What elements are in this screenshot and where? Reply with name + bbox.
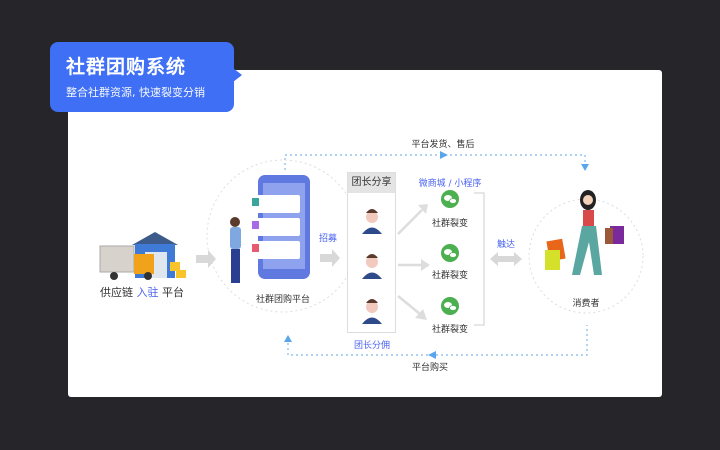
bracket	[474, 192, 485, 326]
recruit-label: 招募	[318, 234, 338, 244]
top-arrow-icon	[440, 151, 448, 159]
phone-illustration	[230, 175, 310, 283]
platform-label: 社群团购平台	[255, 295, 311, 305]
page-subtitle: 整合社群资源, 快速裂变分销	[66, 86, 205, 99]
up-arrow-icon	[284, 335, 292, 342]
channel-label: 社群裂变	[431, 219, 469, 229]
shopper-illustration	[545, 190, 624, 275]
bottom-flow-label: 平台购买	[411, 363, 449, 373]
bottom-arrow-icon	[428, 351, 436, 359]
leaders-title: 团长分享	[348, 173, 395, 193]
down-arrow-icon	[581, 164, 589, 171]
arrow-icon	[320, 249, 340, 267]
channels-title: 微商城 / 小程序	[418, 179, 482, 189]
avatar	[362, 209, 382, 234]
warehouse-truck-icon	[99, 232, 186, 280]
commission-label: 团长分佣	[353, 341, 391, 351]
channel-label: 社群裂变	[431, 271, 469, 281]
bottom-flow-line	[287, 325, 588, 356]
consumer-circle	[528, 198, 644, 314]
top-flow-line	[284, 154, 586, 170]
top-flow-label: 平台发货、售后	[411, 140, 475, 150]
consumer-label: 消费者	[572, 299, 600, 309]
leaders-box: 团长分享	[347, 172, 396, 333]
avatar	[362, 299, 382, 324]
supply-label: 供应链 入驻 平台	[100, 286, 184, 299]
avatar	[362, 254, 382, 279]
wechat-icon	[441, 244, 459, 262]
double-arrow-icon	[490, 252, 522, 266]
wechat-icon	[441, 297, 459, 315]
leader-avatars	[362, 209, 382, 324]
arrow-icon	[196, 250, 216, 268]
wechat-icon	[441, 190, 459, 208]
page-title: 社群团购系统	[66, 56, 187, 78]
reach-label: 触达	[496, 240, 516, 250]
flow-lines	[284, 154, 588, 356]
channel-label: 社群裂变	[431, 325, 469, 335]
title-badge: 社群团购系统 整合社群资源, 快速裂变分销	[50, 42, 242, 112]
